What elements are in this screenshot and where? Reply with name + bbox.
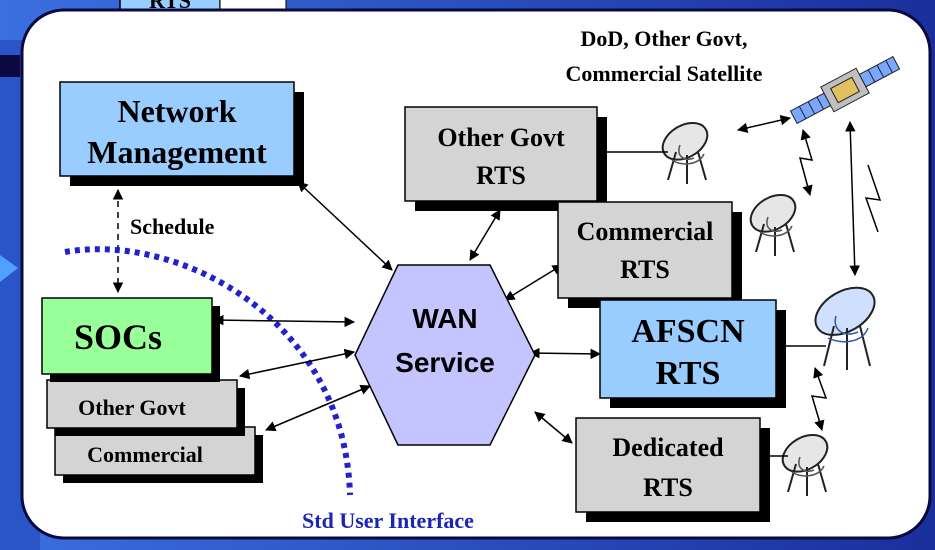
afscn-rts-line1: AFSCN [631, 313, 745, 350]
sat-link-othergovt [736, 115, 792, 133]
dedicated-rts-line1: Dedicated [612, 433, 724, 462]
wan-service-hexagon[interactable] [354, 264, 536, 446]
arrow-wan-afscn-rts [528, 347, 602, 360]
network-management-box[interactable] [59, 81, 295, 177]
satellite-icon [789, 55, 901, 125]
left-arrow-shape [0, 255, 18, 282]
sat-link-afscn [845, 120, 860, 277]
satellite-title-line2: Commercial Satellite [566, 61, 763, 86]
left-marker [0, 55, 20, 77]
commercial-rts-box[interactable] [557, 201, 733, 299]
afscn-rts-line2: RTS [656, 355, 721, 392]
std-user-interface-label: Std User Interface [302, 508, 474, 533]
lightning-link-icon [798, 128, 814, 197]
arrow-commercial-soc-wan [265, 384, 371, 432]
other-govt-soc-label: Other Govt [78, 395, 186, 420]
satellite-title-line1: DoD, Other Govt, [580, 26, 747, 51]
ground-antenna-icon [814, 286, 876, 370]
network-management-line2: Management [87, 134, 267, 170]
ground-antenna-icon [749, 194, 797, 256]
lightning-link-icon [810, 367, 828, 432]
other-govt-rts-line2: RTS [476, 161, 526, 190]
ground-antenna-icon [781, 434, 829, 496]
arrow-network-wan [297, 181, 393, 271]
afscn-rts-box[interactable] [599, 299, 777, 399]
commercial-rts-line1: Commercial [577, 217, 714, 246]
other-govt-rts-box[interactable] [404, 106, 598, 202]
wan-line2: Service [395, 347, 495, 378]
arrow-wan-dedicated-rts [534, 411, 573, 444]
wan-line1: WAN [412, 303, 477, 334]
dedicated-rts-box[interactable] [575, 417, 761, 513]
network-management-line1: Network [117, 93, 236, 129]
schedule-label: Schedule [130, 214, 215, 239]
lightning-link-icon [864, 164, 882, 233]
commercial-rts-line2: RTS [620, 255, 670, 284]
ground-antenna-icon [661, 122, 709, 184]
other-govt-rts-line1: Other Govt [437, 123, 565, 152]
dedicated-rts-line2: RTS [643, 473, 693, 502]
socs-box[interactable] [41, 297, 213, 375]
socs-label: SOCs [74, 317, 162, 357]
arrow-socs-wan [212, 314, 356, 328]
commercial-soc-label: Commercial [87, 442, 203, 467]
arrow-wan-commercial-rts [504, 264, 563, 301]
arrow-wan-othergovt-rts [469, 209, 501, 261]
arrow-othergovt-soc-wan [238, 348, 356, 380]
